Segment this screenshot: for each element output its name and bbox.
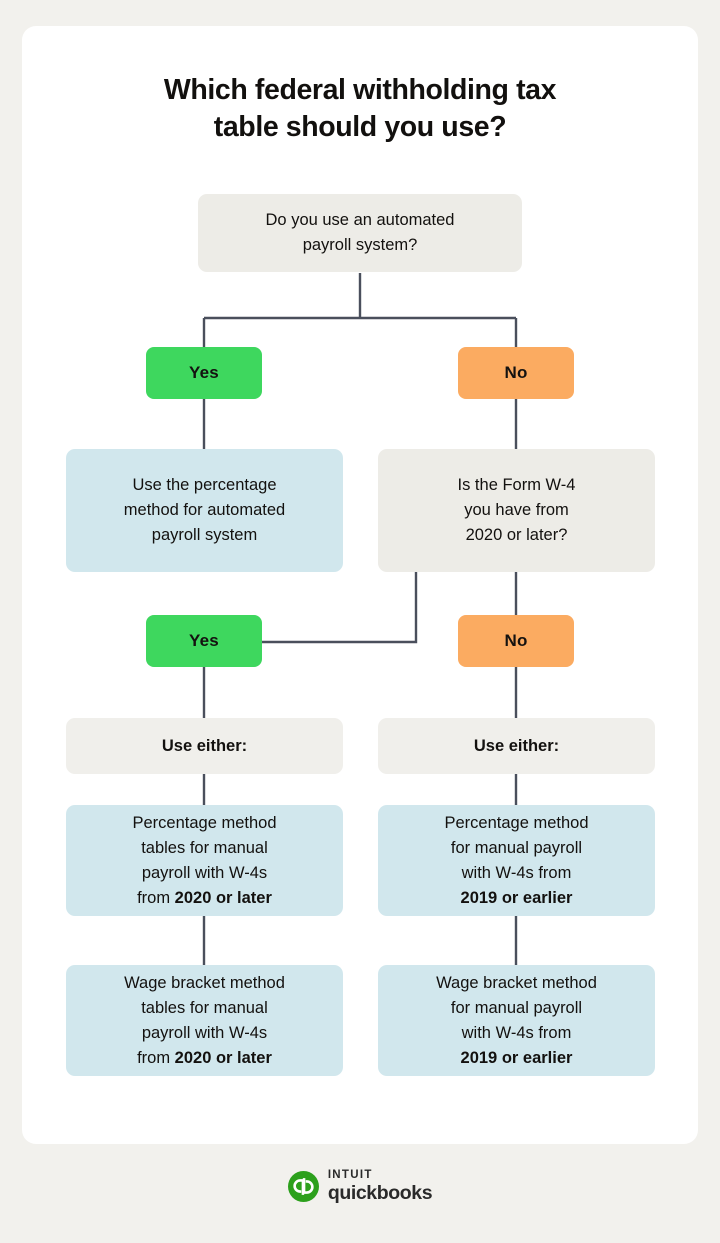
quickbooks-logo-icon [287, 1171, 319, 1202]
q1-line-1: Do you use an automated [265, 211, 455, 229]
question-automated-payroll[interactable]: Do you use an automated payroll system? [198, 194, 522, 272]
question-form-w4-year[interactable]: Is the Form W-4 you have from 2020 or la… [378, 449, 655, 572]
q2-line-2: you have from [464, 501, 569, 519]
left-pct-line-4-prefix: from [137, 888, 175, 907]
left-wage-line-3: payroll with W-4s [141, 1023, 268, 1042]
q2-line-1: Is the Form W-4 [457, 476, 576, 494]
right-pct-line-2: for manual payroll [450, 838, 583, 857]
left-pct-line-2: tables for manual [141, 838, 268, 857]
result-left-percentage-method[interactable]: Percentage method tables for manual payr… [66, 805, 343, 916]
left-pct-line-4-bold: 2020 or later [174, 888, 272, 907]
right-wage-line-1: Wage bracket method [436, 973, 597, 992]
left-wage-line-1: Wage bracket method [124, 973, 285, 992]
brand-intuit-text: intuit [327, 1169, 373, 1181]
badge-no-form-w4-year[interactable]: No [458, 615, 574, 667]
result-left-wage-bracket-method[interactable]: Wage bracket method tables for manual pa… [66, 965, 343, 1076]
left-wage-line-4-bold: 2020 or later [174, 1048, 272, 1067]
page-title: Which federal withholding tax table shou… [22, 72, 698, 146]
left-wage-line-2: tables for manual [141, 998, 268, 1017]
flowchart: Do you use an automated payroll system? … [22, 26, 698, 1144]
use-either-left-label: Use either: [161, 736, 248, 755]
yes-outcome-line-2: method for automated [123, 501, 286, 519]
left-pct-line-3: payroll with W-4s [141, 863, 268, 882]
outcome-percentage-automated[interactable]: Use the percentage method for automated … [66, 449, 343, 572]
footer-branding: intuit quickbooks [0, 1169, 720, 1204]
badge-yes-1-label: Yes [189, 363, 219, 382]
infographic-card: Which federal withholding tax table shou… [22, 26, 698, 1144]
yes-outcome-line-1: Use the percentage [132, 476, 277, 494]
right-pct-line-4-bold: 2019 or earlier [460, 888, 573, 907]
title-line-1: Which federal withholding tax [163, 74, 557, 106]
right-pct-line-3: with W-4s from [461, 863, 572, 882]
left-wage-line-4-prefix: from [137, 1048, 175, 1067]
result-right-percentage-method[interactable]: Percentage method for manual payroll wit… [378, 805, 655, 916]
right-wage-line-4-bold: 2019 or earlier [460, 1048, 573, 1067]
use-either-right-label: Use either: [473, 736, 560, 755]
yes-outcome-line-3: payroll system [151, 526, 258, 544]
q2-line-3: 2020 or later? [465, 526, 568, 544]
result-right-wage-bracket-method[interactable]: Wage bracket method for manual payroll w… [378, 965, 655, 1076]
q1-line-2: payroll system? [302, 236, 418, 254]
badge-no-1-label: No [504, 363, 528, 382]
brand-wordmark: intuit quickbooks [327, 1169, 433, 1204]
title-line-2: table should you use? [213, 111, 507, 143]
right-wage-line-3: with W-4s from [461, 1023, 572, 1042]
badge-yes-2-label: Yes [189, 631, 219, 650]
badge-no-automated-payroll[interactable]: No [458, 347, 574, 399]
badge-yes-automated-payroll[interactable]: Yes [146, 347, 262, 399]
right-wage-line-2: for manual payroll [450, 998, 583, 1017]
use-either-left[interactable]: Use either: [66, 718, 343, 774]
brand-quickbooks-text: quickbooks [327, 1181, 433, 1204]
use-either-right[interactable]: Use either: [378, 718, 655, 774]
badge-yes-form-w4-year[interactable]: Yes [146, 615, 262, 667]
badge-no-2-label: No [504, 631, 528, 650]
right-pct-line-1: Percentage method [444, 813, 589, 832]
left-pct-line-1: Percentage method [132, 813, 277, 832]
